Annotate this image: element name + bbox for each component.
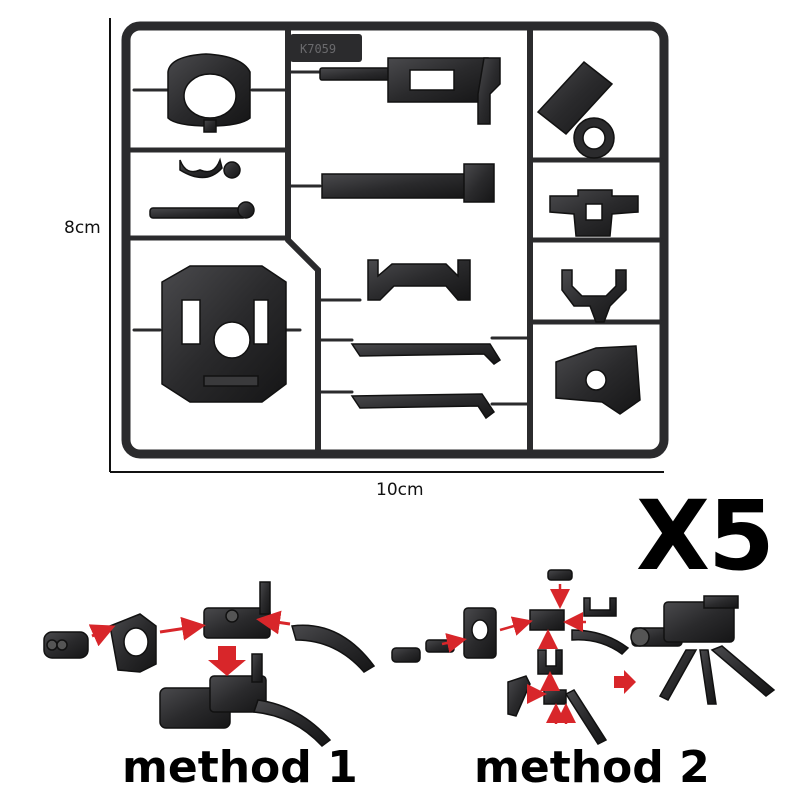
- sprue-parts: [149, 53, 641, 420]
- height-dimension-label: 8cm: [64, 218, 101, 238]
- m2-leg-left: [507, 675, 531, 717]
- clip-part: [179, 157, 241, 179]
- shield-part: [555, 345, 641, 415]
- sprue-code-tag: K7059: [290, 34, 362, 62]
- ammo-belt-part: [321, 163, 495, 203]
- m2-base: [543, 689, 567, 705]
- m2-leg-right: [564, 689, 608, 745]
- m2-barrel: [391, 647, 421, 663]
- m2-assembled-gun: [630, 595, 776, 705]
- ring-mount-part: [167, 53, 251, 133]
- handle-part: [367, 259, 471, 301]
- m2-ring: [463, 607, 497, 659]
- m2-yoke: [537, 649, 563, 675]
- assembly-method-2: [391, 569, 776, 745]
- m1-barrel-cluster: [43, 631, 89, 659]
- m2-ammo: [571, 629, 630, 655]
- barrel-part: [149, 201, 255, 219]
- leg-part-1: [350, 343, 502, 365]
- quantity-multiplier: X5: [636, 480, 775, 592]
- gatling-barrel-part: [536, 60, 615, 159]
- plate-part: [161, 265, 287, 403]
- m2-top-handle: [547, 569, 573, 581]
- dimension-lines: [109, 18, 664, 473]
- sprue-frame: [121, 21, 669, 459]
- assembly-method-1: [43, 581, 376, 748]
- m1-assembled-gun: [159, 653, 332, 748]
- method-1-label: method 1: [122, 742, 358, 793]
- width-dimension-label: 10cm: [376, 480, 424, 500]
- sprue-code-text: K7059: [300, 42, 336, 56]
- tripod-yoke-part: [561, 269, 627, 323]
- bracket-part: [549, 189, 639, 237]
- leg-part-2: [350, 393, 496, 420]
- gun-body-part: [319, 57, 501, 125]
- m2-body: [529, 609, 565, 631]
- m1-ammo-belt: [291, 624, 376, 673]
- m2-side-hook: [583, 597, 617, 617]
- m1-ring: [109, 613, 157, 673]
- m1-gun-body: [203, 581, 271, 639]
- method-2-label: method 2: [474, 742, 710, 793]
